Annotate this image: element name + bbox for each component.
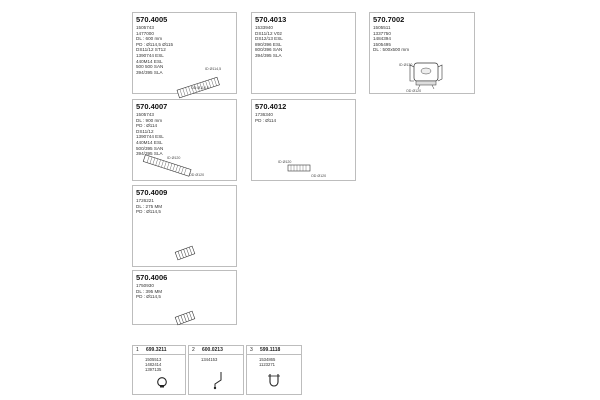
silencer-drawing [409,62,443,90]
part-number: 570.4012 [255,102,287,111]
accessory-reference-list: 1344153 [201,357,218,362]
accessory-header: 2 600.0213 [189,346,243,355]
outer-diameter-label: OD Ø120 [311,174,327,178]
part-number: 570.4007 [136,102,168,111]
inner-diameter-label: ID Ø130 [399,63,413,67]
part-number: 570.4005 [136,15,168,24]
accessory-index: 1 [136,347,139,353]
outer-diameter-label: OD Ø120 [406,89,422,93]
accessory-index: 2 [192,347,195,353]
short-flex-pipe-drawing [174,245,196,261]
short-flex-pipe-drawing [287,164,311,172]
accessory-part-number: 599.1118 [260,347,281,353]
hanger-bracket-drawing [213,372,222,390]
short-flex-pipe-drawing [174,310,196,326]
clamp-ring-drawing [157,377,167,388]
outer-diameter-label: OD Ø114,5 [191,86,209,90]
accessory-part-number: 600.0213 [202,347,223,353]
accessory-part-number: 699.3211 [146,347,167,353]
part-number: 570.4006 [136,273,168,282]
accessory-index: 3 [250,347,253,353]
inner-diameter-label: ID Ø120 [278,160,292,164]
inner-diameter-label: ID Ø120 [167,156,181,160]
outer-diameter-label: OD Ø120 [189,173,205,177]
part-number: 570.4009 [136,188,168,197]
part-number: 570.7002 [373,15,405,24]
part-number: 570.4013 [255,15,287,24]
accessory-header: 3 599.1118 [247,346,301,355]
accessory-header: 1 699.3211 [133,346,185,355]
inner-diameter-label: ID Ø114,5 [205,67,222,71]
flex-pipe-drawing [142,154,192,177]
accessory-card-2: 2 600.0213 1344153 [188,345,244,395]
u-bolt-drawing [268,374,280,387]
flex-pipe-drawing [176,76,220,99]
